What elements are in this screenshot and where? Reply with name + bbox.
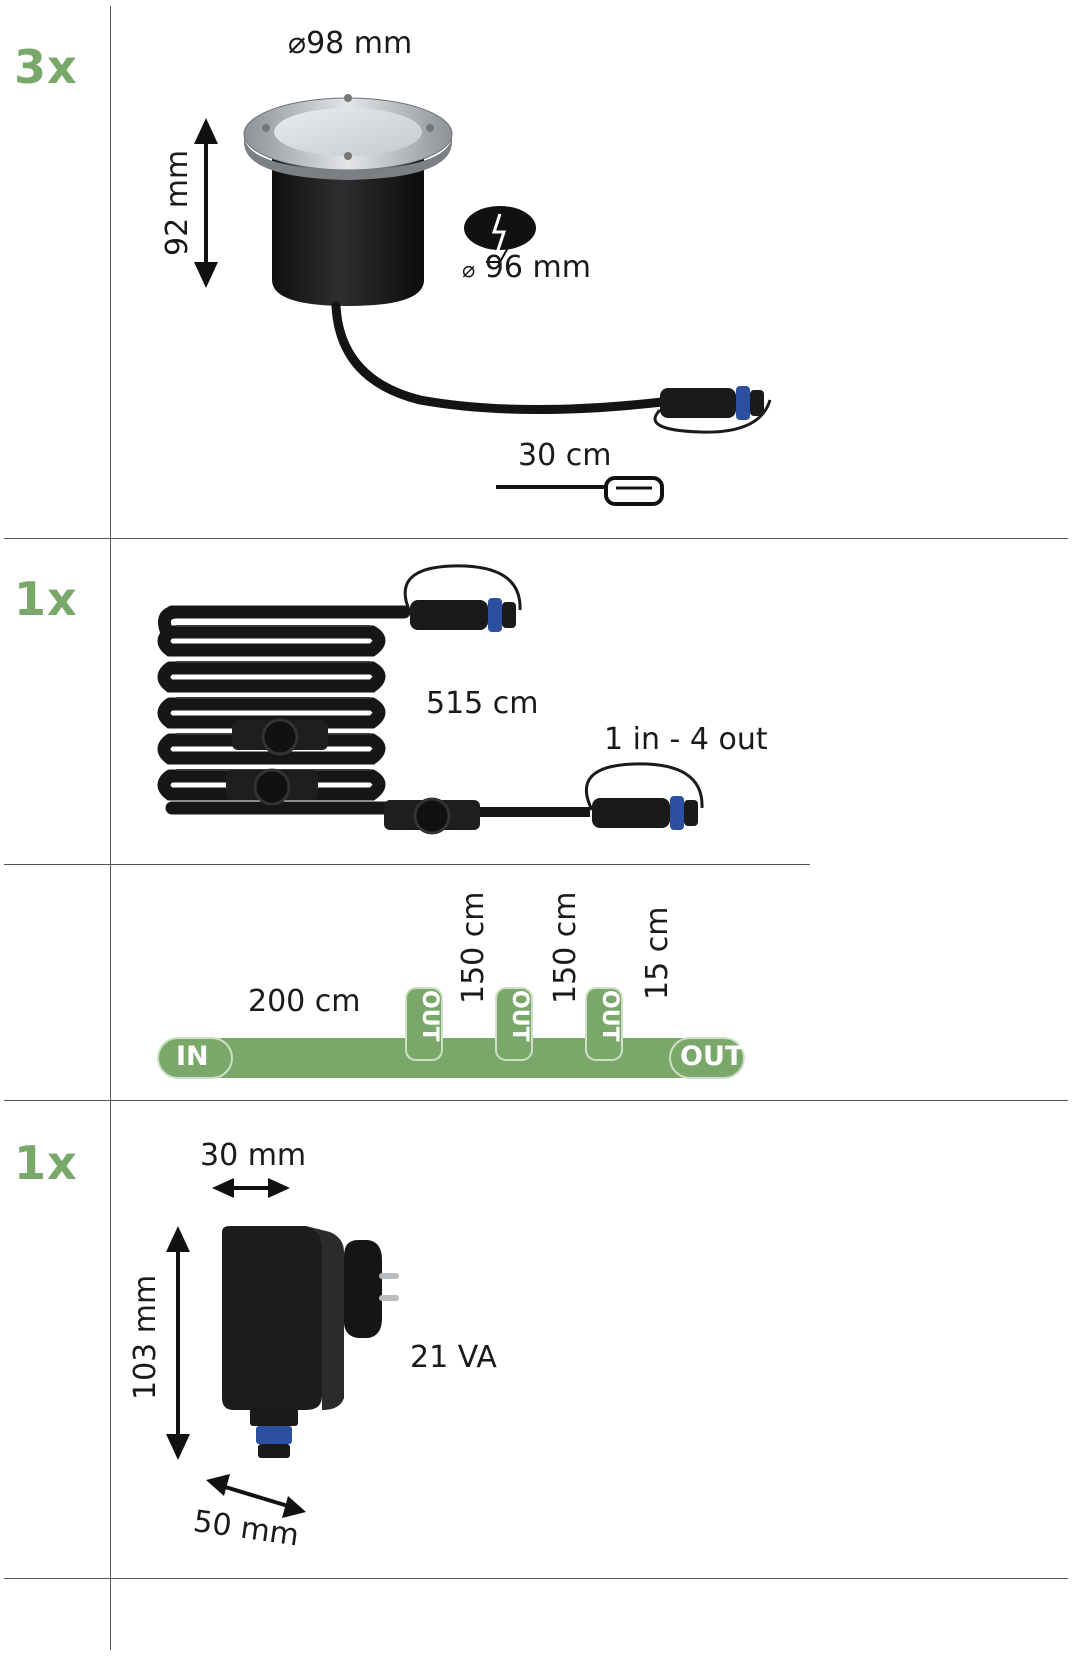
diameter-icon: ⌀ bbox=[288, 26, 307, 61]
row-divider-2 bbox=[4, 864, 810, 865]
height-arrow bbox=[194, 118, 218, 288]
t-connector-3 bbox=[384, 797, 480, 835]
spotlight-connector bbox=[653, 386, 772, 434]
cable-coil bbox=[157, 605, 411, 815]
layout-out-branch-2 bbox=[495, 987, 533, 1061]
spotlight-body bbox=[243, 94, 453, 306]
adapter-power-label: 21 VA bbox=[410, 1340, 497, 1375]
t-connector-1 bbox=[232, 718, 328, 756]
width-arrow bbox=[212, 1178, 290, 1198]
cutout-label: ⌀ 96 mm bbox=[462, 250, 591, 285]
cable-config-label: 1 in - 4 out bbox=[604, 722, 768, 757]
cable-length-icon bbox=[496, 476, 664, 506]
quantity-cable: 1x bbox=[14, 572, 78, 626]
cutout-icon bbox=[464, 206, 536, 263]
adapter-height-label: 103 mm bbox=[128, 1274, 163, 1400]
row-divider-1 bbox=[4, 538, 1068, 539]
layout-in-label: IN bbox=[176, 1041, 209, 1072]
diameter-icon: ⌀ bbox=[462, 258, 476, 283]
cable-connector-out bbox=[585, 762, 704, 830]
column-divider bbox=[110, 6, 111, 1650]
quantity-spotlight: 3x bbox=[14, 40, 78, 94]
row-divider-3 bbox=[4, 1100, 1068, 1101]
adapter-height-arrow bbox=[166, 1226, 190, 1460]
cable-connector-in bbox=[403, 564, 522, 632]
quantity-adapter: 1x bbox=[14, 1136, 78, 1190]
t-connector-2 bbox=[226, 768, 318, 806]
adapter-width-label: 30 mm bbox=[200, 1138, 307, 1173]
cable-length-label-515: 515 cm bbox=[426, 686, 539, 721]
spotlight-cable bbox=[331, 301, 667, 414]
layout-out-branch-3 bbox=[585, 987, 623, 1061]
row-divider-4 bbox=[4, 1578, 1068, 1579]
adapter-body bbox=[222, 1226, 399, 1458]
layout-in-tag bbox=[157, 1037, 233, 1079]
layout-out-tag bbox=[669, 1037, 745, 1079]
layout-seg1-label: 200 cm bbox=[248, 984, 361, 1019]
cable-length-label: 30 cm bbox=[518, 438, 612, 473]
layout-out-branch-1 bbox=[405, 987, 443, 1061]
depth-arrow bbox=[206, 1474, 306, 1518]
layout-out-label: OUT bbox=[680, 1041, 744, 1072]
diameter-label: ⌀98 mm bbox=[288, 26, 413, 61]
